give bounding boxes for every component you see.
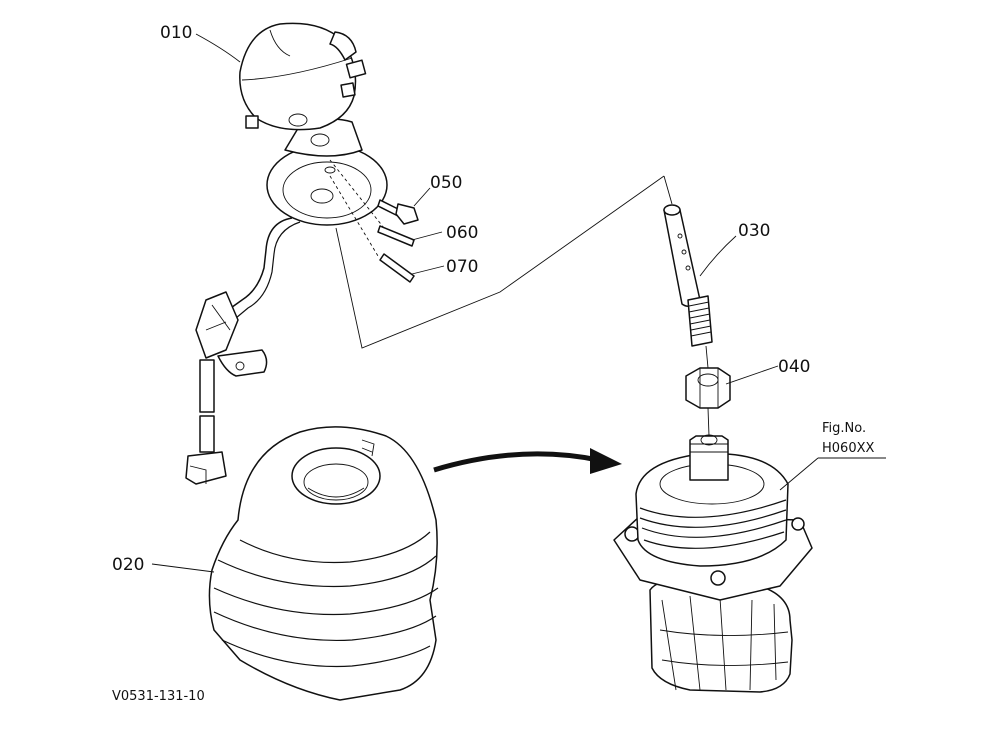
part-070-pin <box>379 253 415 283</box>
pilot-valve-assembly <box>613 434 813 693</box>
part-030-rod <box>663 204 713 347</box>
drawing-number: V0531-131-10 <box>112 689 205 704</box>
figure-ref-line2: H060XX <box>822 441 874 456</box>
callout-030: 030 <box>738 221 770 241</box>
callout-070: 070 <box>446 257 478 277</box>
callout-020: 020 <box>112 555 144 575</box>
part-020-boot <box>208 426 439 701</box>
part-010-grip <box>185 22 388 485</box>
figure-ref-line1: Fig.No. <box>822 421 866 436</box>
callout-010: 010 <box>160 23 192 43</box>
leader-lines <box>151 33 886 573</box>
part-050-bolt <box>377 199 419 225</box>
assembly-arrow <box>433 448 622 474</box>
part-040-nut <box>685 367 731 409</box>
part-060-pin <box>377 225 415 247</box>
callout-050: 050 <box>430 173 462 193</box>
callout-060: 060 <box>446 223 478 243</box>
callout-040: 040 <box>778 357 810 377</box>
